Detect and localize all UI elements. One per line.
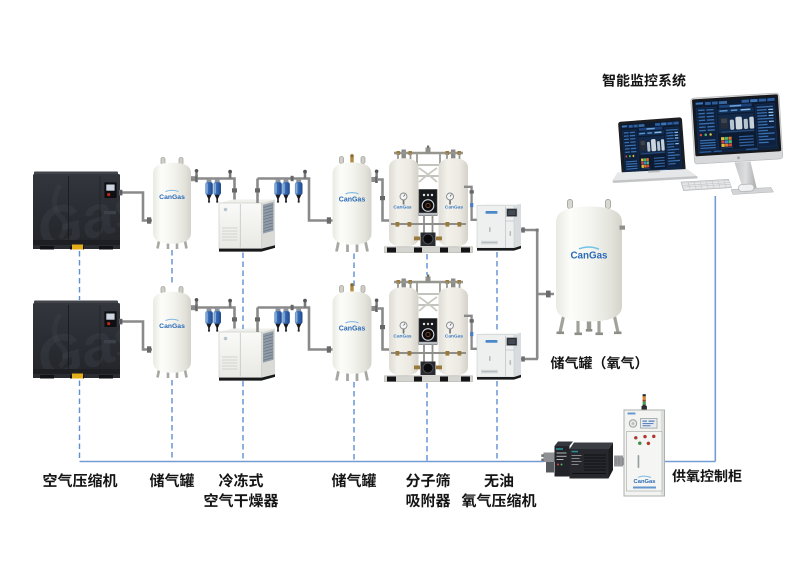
svg-text:CanGas: CanGas — [634, 479, 656, 485]
svg-text:CanGas: CanGas — [570, 251, 608, 262]
svg-text:CanGas: CanGas — [159, 194, 185, 201]
svg-text:CanGas: CanGas — [339, 197, 366, 204]
svg-text:CanGas: CanGas — [445, 205, 463, 211]
svg-text:CanGas: CanGas — [393, 205, 411, 211]
